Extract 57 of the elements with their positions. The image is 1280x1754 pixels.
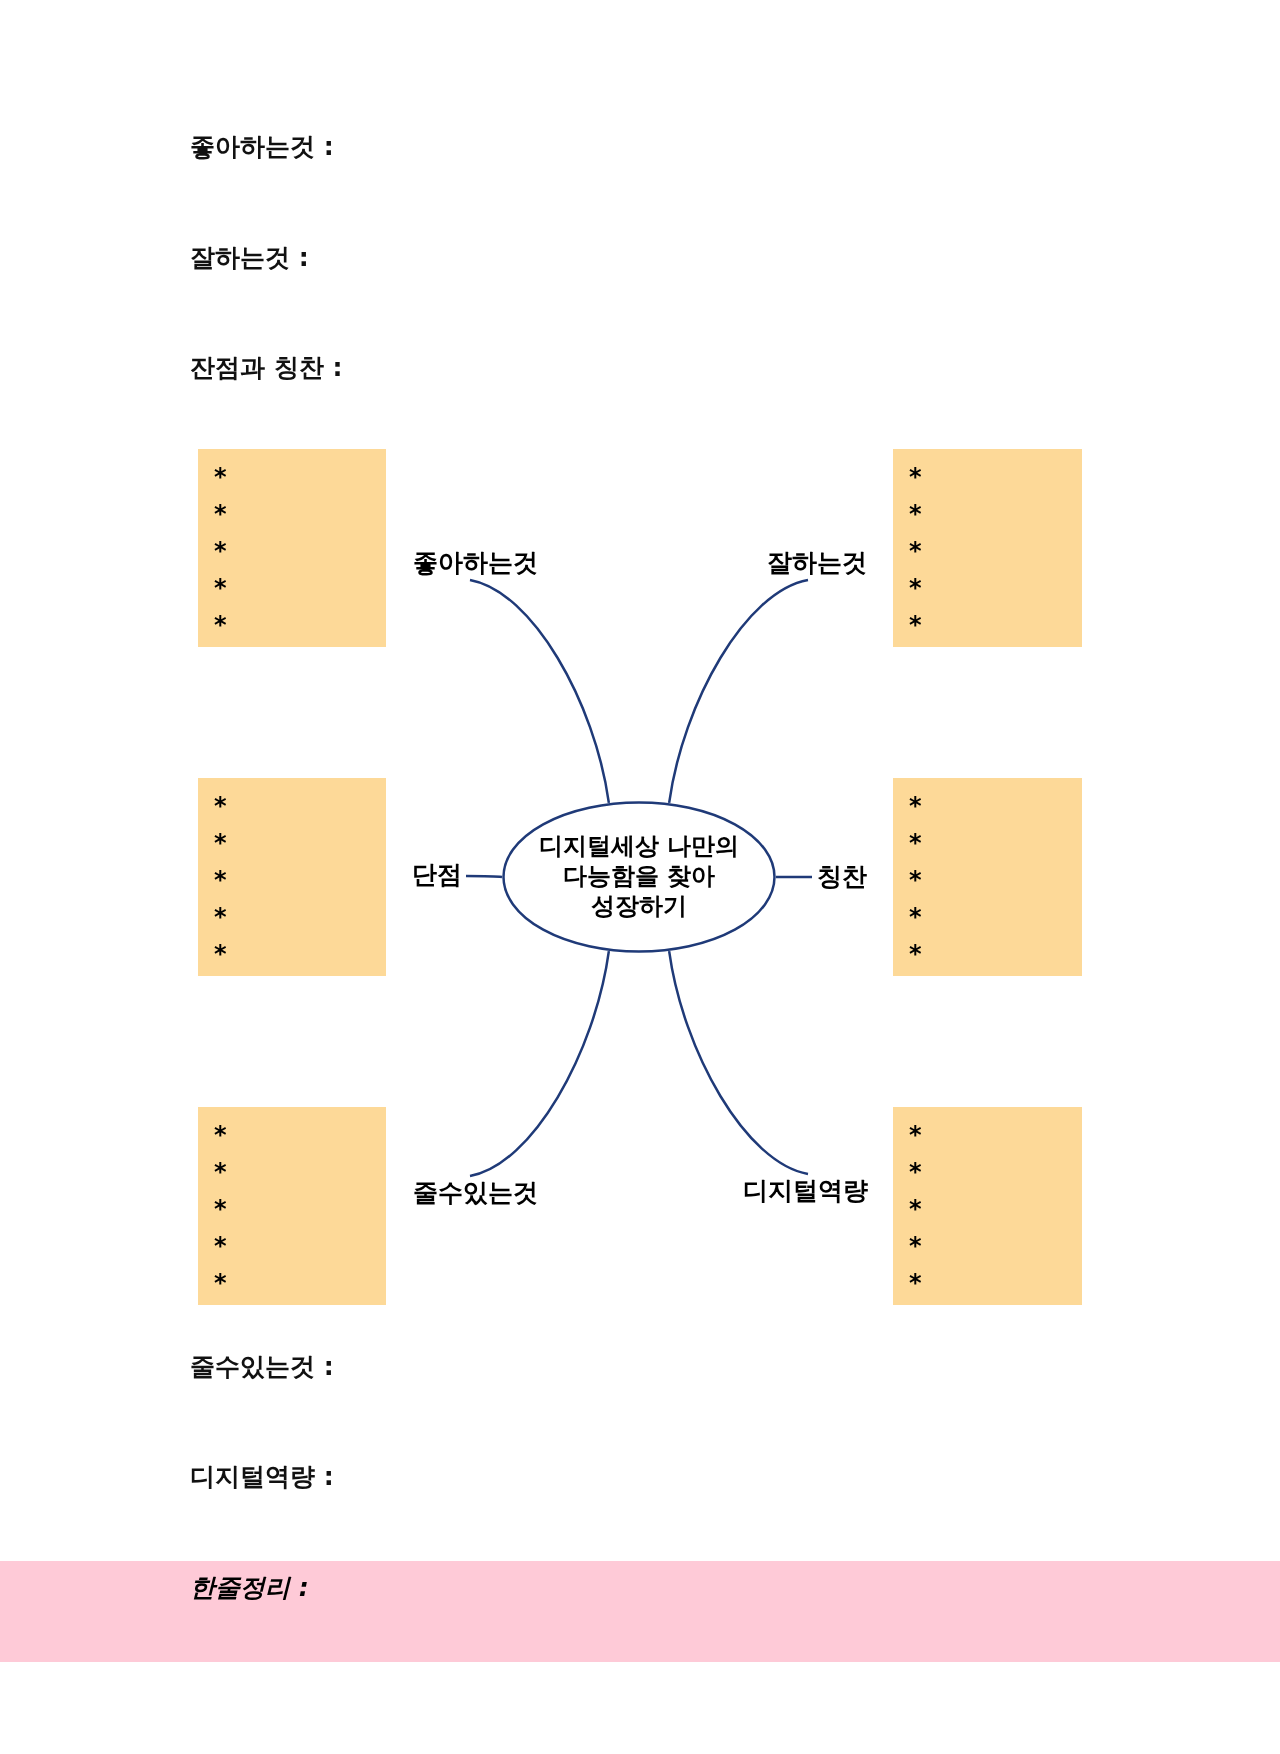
- bullet-mark: *: [909, 573, 923, 604]
- bullet-mark: *: [214, 865, 228, 896]
- prompt-label: 잘하는것 :: [190, 242, 309, 274]
- bullet-mark: *: [214, 536, 228, 567]
- bullet-mark: *: [214, 828, 228, 859]
- prompt-label: 잔점과 칭찬 :: [190, 352, 343, 384]
- note-card: [893, 778, 1082, 976]
- bullet-mark: *: [214, 1231, 228, 1262]
- bullet-mark: *: [909, 902, 923, 933]
- bullet-mark: *: [909, 610, 923, 641]
- bullet-mark: *: [909, 865, 923, 896]
- connector-line: [469, 950, 611, 1178]
- bullet-mark: *: [909, 536, 923, 567]
- bullet-mark: *: [214, 1157, 228, 1188]
- bullet-mark: *: [214, 902, 228, 933]
- bullet-mark: *: [909, 791, 923, 822]
- note-card: [198, 1107, 386, 1305]
- bullet-mark: *: [214, 1268, 228, 1299]
- branch-label: 디지털역량: [738, 1174, 872, 1208]
- bullet-mark: *: [909, 939, 923, 970]
- bullet-mark: *: [909, 462, 923, 493]
- prompt-label: 줄수있는것 :: [190, 1351, 334, 1383]
- bullet-mark: *: [214, 462, 228, 493]
- bullet-mark: *: [214, 573, 228, 604]
- connector-line: [469, 578, 611, 804]
- bullet-mark: *: [909, 828, 923, 859]
- bullet-mark: *: [909, 1120, 923, 1151]
- bullet-mark: *: [214, 939, 228, 970]
- bullet-mark: *: [909, 1157, 923, 1188]
- bullet-mark: *: [909, 1194, 923, 1225]
- bullet-mark: *: [909, 1268, 923, 1299]
- branch-label: 잘하는것: [762, 546, 872, 580]
- connector-line: [667, 950, 809, 1176]
- connector-line: [466, 874, 503, 879]
- branch-label: 좋아하는것: [408, 546, 542, 580]
- summary-label: 한줄정리 :: [190, 1573, 309, 1602]
- note-card: [198, 449, 386, 647]
- bullet-mark: *: [909, 1231, 923, 1262]
- prompt-label: 디지털역량 :: [190, 1461, 334, 1493]
- connector-line: [776, 875, 812, 879]
- central-topic: 디지털세상 나만의 다능함을 찾아 성장하기: [537, 831, 741, 921]
- bullet-mark: *: [214, 499, 228, 530]
- note-card: [893, 449, 1082, 647]
- note-card: [893, 1107, 1082, 1305]
- connector-line: [667, 578, 809, 804]
- note-card: [198, 778, 386, 976]
- central-ellipse: [502, 801, 776, 953]
- prompt-label: 좋아하는것 :: [190, 131, 334, 163]
- branch-label: 줄수있는것: [408, 1176, 542, 1210]
- bullet-mark: *: [214, 610, 228, 641]
- branch-label: 단점: [408, 858, 466, 892]
- summary-band: [0, 1561, 1280, 1662]
- bullet-mark: *: [214, 1194, 228, 1225]
- bullet-mark: *: [909, 499, 923, 530]
- bullet-mark: *: [214, 1120, 228, 1151]
- bullet-mark: *: [214, 791, 228, 822]
- branch-label: 칭찬: [812, 860, 872, 894]
